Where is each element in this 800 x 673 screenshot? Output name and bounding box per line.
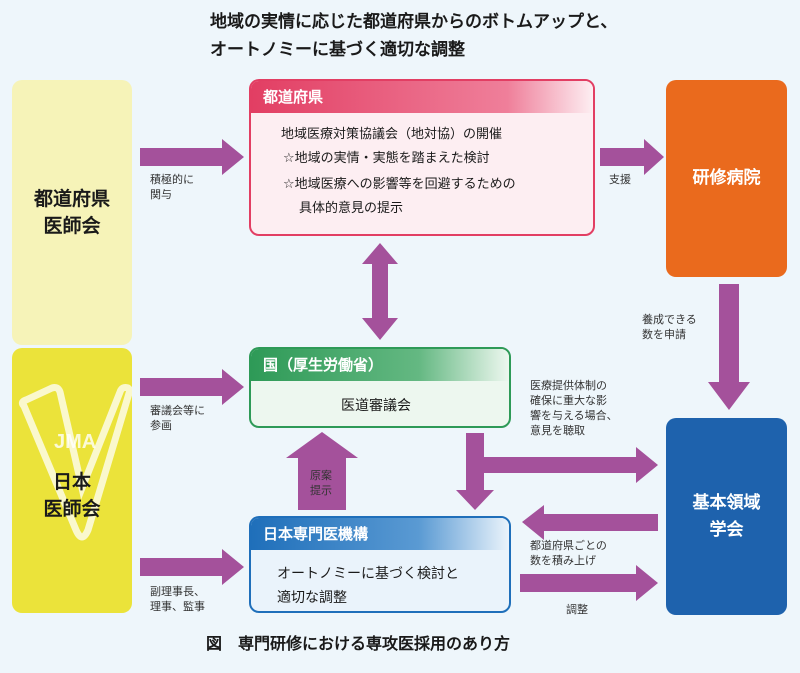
prefecture-line1: 地域医療対策協議会（地対協）の開催 <box>281 127 503 142</box>
jma-logo-icon: JMA <box>18 384 132 541</box>
label-council-participation: 審議会等に 参画 <box>150 404 205 432</box>
label-draft-proposal: 原案 提示 <box>310 469 332 497</box>
arrow-jma-to-national <box>140 369 244 405</box>
national-ministry-header: 国（厚生労働省） <box>251 349 509 381</box>
diagram-title-line2: オートノミーに基づく適切な調整 <box>210 40 465 60</box>
jma-logo-text: JMA <box>54 431 96 453</box>
diagram-title-line1: 地域の実情に応じた都道府県からのボトムアップと、 <box>210 12 618 32</box>
arrow-board-to-society <box>520 565 658 601</box>
japan-medical-association-label: 日本 医師会 <box>43 470 101 520</box>
label-aggregate-by-prefecture: 都道府県ごとの 数を積み上げ <box>530 539 607 567</box>
board-line2: 適切な調整 <box>277 590 347 606</box>
medical-ethics-council-label: 医道審議会 <box>341 398 411 414</box>
prefecture-line4: 具体的意見の提示 <box>299 201 404 216</box>
japanese-medical-specialty-board-box: 日本専門医機構 オートノミーに基づく検討と 適切な調整 <box>249 516 511 613</box>
arrow-prefecture-national-bidirectional <box>362 243 398 340</box>
national-ministry-box: 国（厚生労働省） 医道審議会 <box>249 347 511 428</box>
figure-caption: 図 専門研修における専攻医採用のあり方 <box>206 634 511 653</box>
arrow-prefecture-to-hospital <box>600 139 664 175</box>
board-line1: オートノミーに基づく検討と <box>277 566 459 582</box>
japanese-medical-specialty-board-header: 日本専門医機構 <box>251 518 509 550</box>
arrow-society-to-board <box>522 505 658 540</box>
arrow-jma-to-board <box>140 549 244 585</box>
basic-specialty-society-label: 基本領域 学会 <box>692 492 761 540</box>
arrow-national-to-board-and-society <box>456 433 658 510</box>
training-hospital-box: 研修病院 <box>666 80 787 277</box>
basic-specialty-society-box: 基本領域 学会 <box>666 418 787 615</box>
label-capacity-request: 養成できる 数を申請 <box>642 313 697 341</box>
arrow-hospital-to-society <box>708 284 750 410</box>
label-adjustment: 調整 <box>566 603 588 616</box>
label-board-roles: 副理事長、 理事、監事 <box>150 585 205 613</box>
training-hospital-label: 研修病院 <box>692 168 761 188</box>
prefectural-medical-association-label: 都道府県 医師会 <box>33 187 110 237</box>
label-active-involvement: 積極的に 関与 <box>150 173 194 201</box>
prefecture-line3: ☆地域医療への影響等を回避するための <box>283 177 516 192</box>
arrow-pref-assoc-to-prefecture <box>140 139 244 175</box>
prefecture-line2: ☆地域の実情・実態を踏まえた検討 <box>283 151 490 166</box>
prefecture-header: 都道府県 <box>251 81 593 113</box>
prefectural-medical-association-box: 都道府県 医師会 <box>12 80 132 345</box>
label-opinion-hearing: 医療提供体制の 確保に重大な影 響を与える場合、 意見を聴取 <box>530 379 618 437</box>
japan-medical-association-box: JMA 日本 医師会 <box>12 348 132 613</box>
prefecture-box: 都道府県 地域医療対策協議会（地対協）の開催 ☆地域の実情・実態を踏まえた検討 … <box>249 79 595 236</box>
label-support: 支援 <box>609 173 631 186</box>
